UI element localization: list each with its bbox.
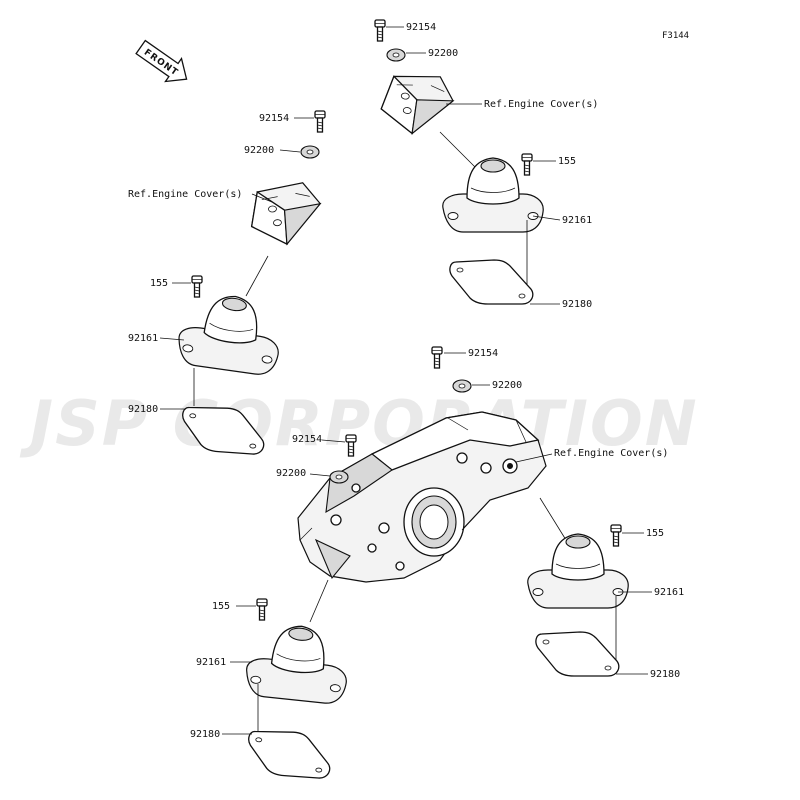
label-washer-top: 92200 xyxy=(428,48,458,59)
bracket-left xyxy=(248,181,324,248)
engine-mount-92161-left xyxy=(174,288,286,378)
label-bolt-left: 92154 xyxy=(259,113,289,124)
label-gasket-top: 92180 xyxy=(562,299,592,310)
gasket-92180-top xyxy=(449,259,534,305)
washer-92200-top xyxy=(386,48,406,62)
bolt-92154-top xyxy=(374,19,386,42)
label-washer-left: 92200 xyxy=(244,145,274,156)
label-bolt-case: 92154 xyxy=(468,348,498,359)
label-bolt-155-bottom: 155 xyxy=(212,601,230,612)
bolt-155-left xyxy=(191,275,203,298)
label-mount-bottom: 92161 xyxy=(196,657,226,668)
label-ref-engine-cover-top: Ref.Engine Cover(s) xyxy=(484,99,598,110)
engine-mount-92161-bottom xyxy=(243,620,353,706)
label-bolt-mid: 92154 xyxy=(292,434,322,445)
label-washer-mid: 92200 xyxy=(276,468,306,479)
bracket-top xyxy=(377,68,457,140)
gasket-92180-right xyxy=(535,631,620,677)
label-gasket-right: 92180 xyxy=(650,669,680,680)
diagram-code: F3144 xyxy=(662,31,689,41)
label-bolt-155-top: 155 xyxy=(558,156,576,167)
watermark-text: JSP CORPORATION xyxy=(19,387,699,460)
label-mount-left: 92161 xyxy=(128,333,158,344)
bolt-155-right xyxy=(610,524,622,547)
bolt-155-top xyxy=(521,153,533,176)
front-direction-arrow-icon: FRONT xyxy=(135,39,188,83)
label-gasket-left: 92180 xyxy=(128,404,158,415)
label-bolt-155-left: 155 xyxy=(150,278,168,289)
label-mount-right: 92161 xyxy=(654,587,684,598)
washer-92200-case xyxy=(452,379,472,393)
bolt-92154-case xyxy=(431,346,443,369)
label-washer-case: 92200 xyxy=(492,380,522,391)
label-mount-top: 92161 xyxy=(562,215,592,226)
label-ref-engine-cover-left: Ref.Engine Cover(s) xyxy=(128,189,242,200)
label-bolt-155-right: 155 xyxy=(646,528,664,539)
washer-92200-mid xyxy=(329,470,349,484)
bolt-92154-left xyxy=(314,110,326,133)
washer-92200-left xyxy=(300,145,320,159)
label-bolt-top: 92154 xyxy=(406,22,436,33)
label-gasket-bottom: 92180 xyxy=(190,729,220,740)
gasket-92180-bottom xyxy=(245,728,333,780)
label-ref-engine-cover-case: Ref.Engine Cover(s) xyxy=(554,448,668,459)
bolt-155-bottom xyxy=(256,598,268,621)
crankcase-housing xyxy=(297,411,547,583)
